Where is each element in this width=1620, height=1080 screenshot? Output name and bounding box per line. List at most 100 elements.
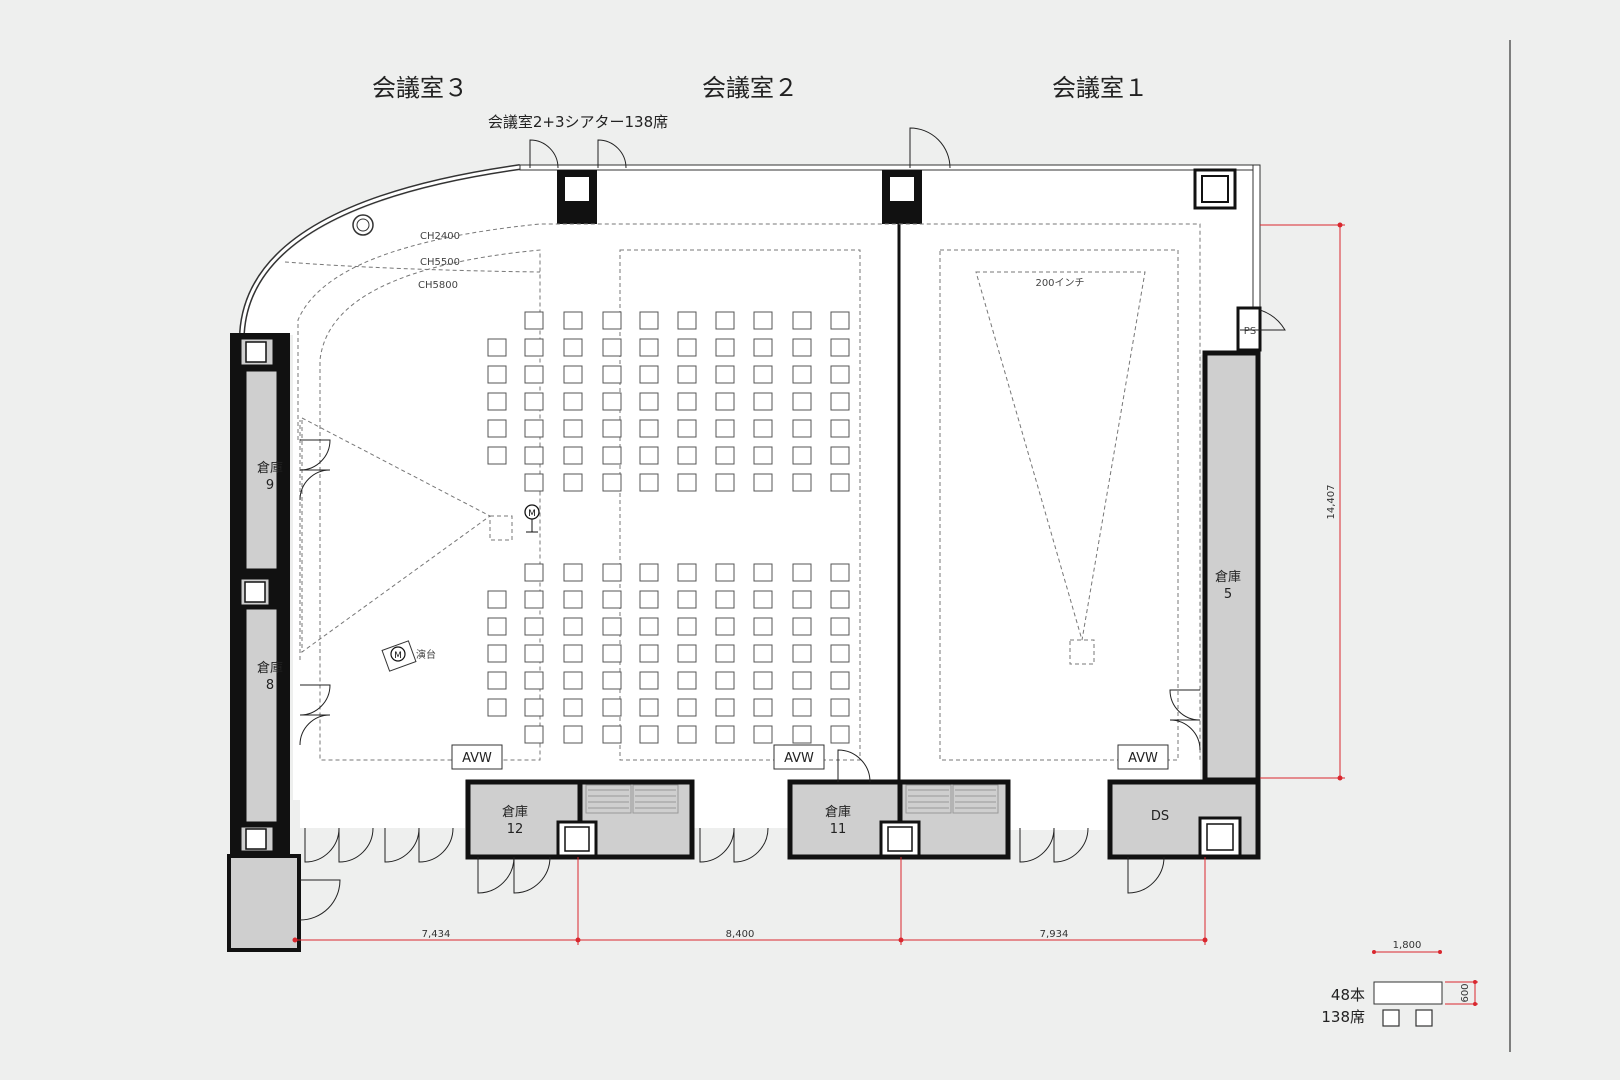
chair (563, 365, 583, 384)
combined-title: 会議室2+3シアター138席 (488, 113, 668, 131)
ps-shaft (1236, 306, 1262, 352)
chair (639, 311, 659, 330)
chair (715, 338, 735, 357)
chair (830, 419, 850, 438)
chair (602, 338, 622, 357)
chair (715, 725, 735, 744)
storage-5-number: 5 (1224, 587, 1232, 602)
chair (792, 419, 812, 438)
svg-text:AVW: AVW (784, 751, 814, 766)
svg-text:AVW: AVW (1128, 751, 1158, 766)
ceiling-area-room2 (619, 249, 861, 761)
chair (677, 338, 697, 357)
chair (792, 590, 812, 609)
dimension-3: 7,934 (1040, 929, 1069, 940)
chair (753, 725, 773, 744)
legend-width: 1,800 (1393, 940, 1422, 951)
chair (792, 338, 812, 357)
chair (602, 617, 622, 636)
chair (524, 644, 544, 663)
chair (792, 365, 812, 384)
chair (677, 392, 697, 411)
chair (602, 419, 622, 438)
screen-projector (1069, 639, 1095, 665)
chair (792, 563, 812, 582)
chair (563, 392, 583, 411)
chair (602, 473, 622, 492)
chair (792, 446, 812, 465)
chair (792, 725, 812, 744)
chair (677, 590, 697, 609)
chair (753, 311, 773, 330)
chair (830, 698, 850, 717)
dimension-lines (292, 222, 1345, 945)
chair (524, 590, 544, 609)
chair (639, 338, 659, 357)
chair (524, 338, 544, 357)
chair (639, 725, 659, 744)
ceiling-area-room1 (939, 249, 1179, 761)
chair (602, 725, 622, 744)
storage-5-name: 倉庫 (1215, 570, 1241, 585)
chair (753, 419, 773, 438)
chair (677, 311, 697, 330)
chair (602, 671, 622, 690)
chair (753, 671, 773, 690)
storage-12-number: 12 (507, 822, 524, 837)
chair (487, 617, 507, 636)
mic-symbol: M (528, 509, 536, 519)
chair (487, 419, 507, 438)
chair (792, 698, 812, 717)
chair (830, 671, 850, 690)
chair (563, 590, 583, 609)
room3-title: 会議室３ (372, 74, 468, 102)
microphone: M (524, 504, 540, 533)
chair (563, 338, 583, 357)
chair (563, 644, 583, 663)
svg-text:M: M (394, 651, 402, 661)
storage-8-number: 8 (266, 678, 274, 693)
chair (639, 671, 659, 690)
chair (639, 392, 659, 411)
chair (639, 644, 659, 663)
chair (792, 311, 812, 330)
chair (602, 392, 622, 411)
chair (524, 392, 544, 411)
chair (677, 563, 697, 582)
chair (677, 644, 697, 663)
chair (602, 590, 622, 609)
chair (753, 590, 773, 609)
chair (792, 644, 812, 663)
avw-box: AVW (773, 744, 825, 770)
chair (563, 563, 583, 582)
chair-grid (487, 311, 850, 744)
screen-projection (975, 271, 1146, 641)
chair (677, 419, 697, 438)
chair (602, 644, 622, 663)
avw-box: AVW (451, 744, 503, 770)
storage-11-number: 11 (830, 822, 847, 837)
chair (830, 473, 850, 492)
chair (677, 698, 697, 717)
chair (487, 338, 507, 357)
chair (639, 365, 659, 384)
chair (487, 644, 507, 663)
room2-title: 会議室２ (702, 74, 798, 102)
chair (830, 617, 850, 636)
chair (487, 671, 507, 690)
chair (753, 563, 773, 582)
chair (563, 671, 583, 690)
chair (524, 563, 544, 582)
chair (753, 644, 773, 663)
chair (602, 365, 622, 384)
storage-9 (243, 368, 280, 572)
chair (715, 590, 735, 609)
chair (830, 725, 850, 744)
chair (563, 419, 583, 438)
chair (715, 698, 735, 717)
chair (524, 725, 544, 744)
chair (715, 419, 735, 438)
equipment-room-12 (577, 779, 695, 860)
chair (639, 446, 659, 465)
